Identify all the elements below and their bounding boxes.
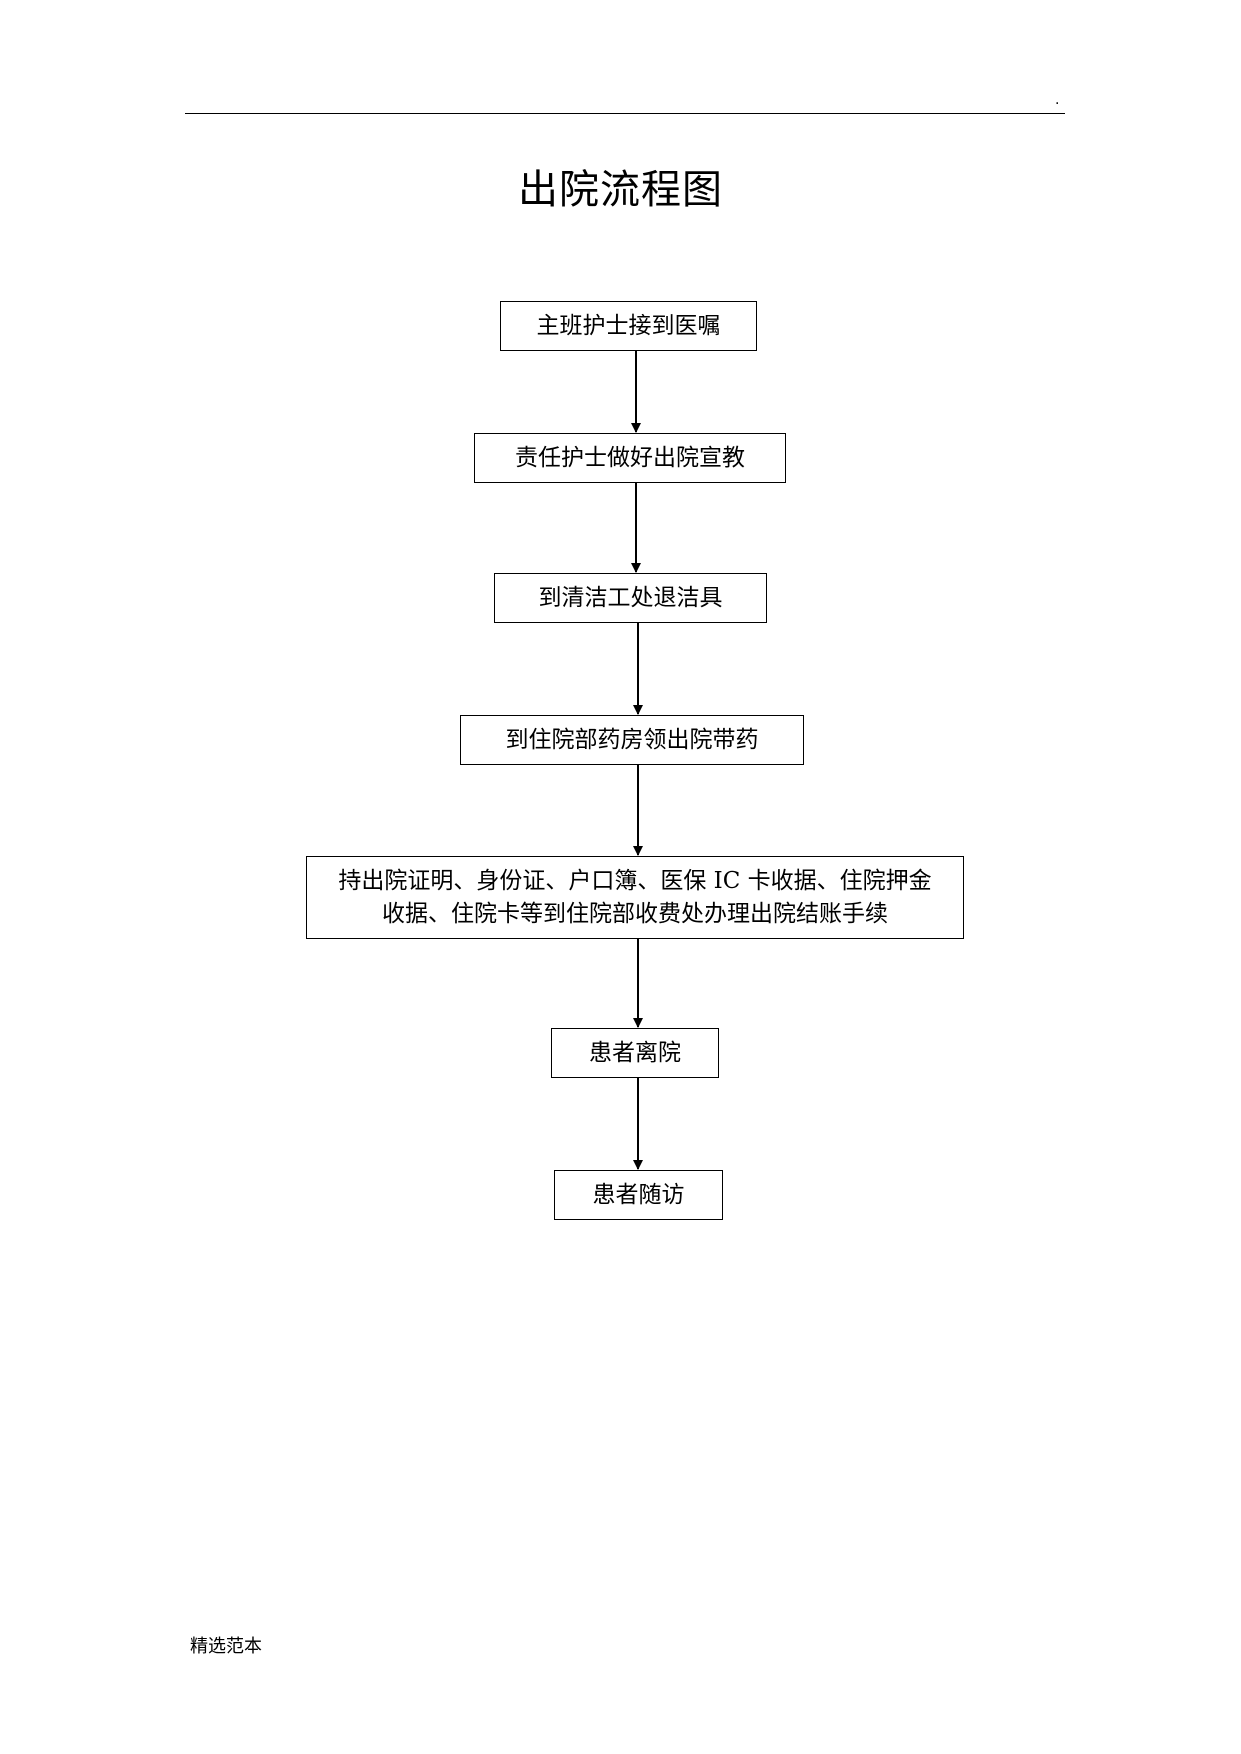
page-title: 出院流程图 <box>518 167 723 213</box>
flow-step-collect-medication: 到住院部药房领出院带药 <box>460 715 804 765</box>
flow-step-follow-up: 患者随访 <box>554 1170 723 1220</box>
flow-step-receive-order: 主班护士接到医嘱 <box>500 301 757 351</box>
flow-step-return-supplies: 到清洁工处退洁具 <box>494 573 767 623</box>
flow-step-patient-leaves: 患者离院 <box>551 1028 719 1078</box>
flow-step-settle-bill: 持出院证明、身份证、户口簿、医保 IC 卡收据、住院押金 收据、住院卡等到住院部… <box>306 856 964 939</box>
footer-text: 精选范本 <box>190 1636 262 1657</box>
flow-step-discharge-education: 责任护士做好出院宣教 <box>474 433 786 483</box>
header-rule <box>185 113 1065 114</box>
header-mark: . <box>1055 92 1060 108</box>
